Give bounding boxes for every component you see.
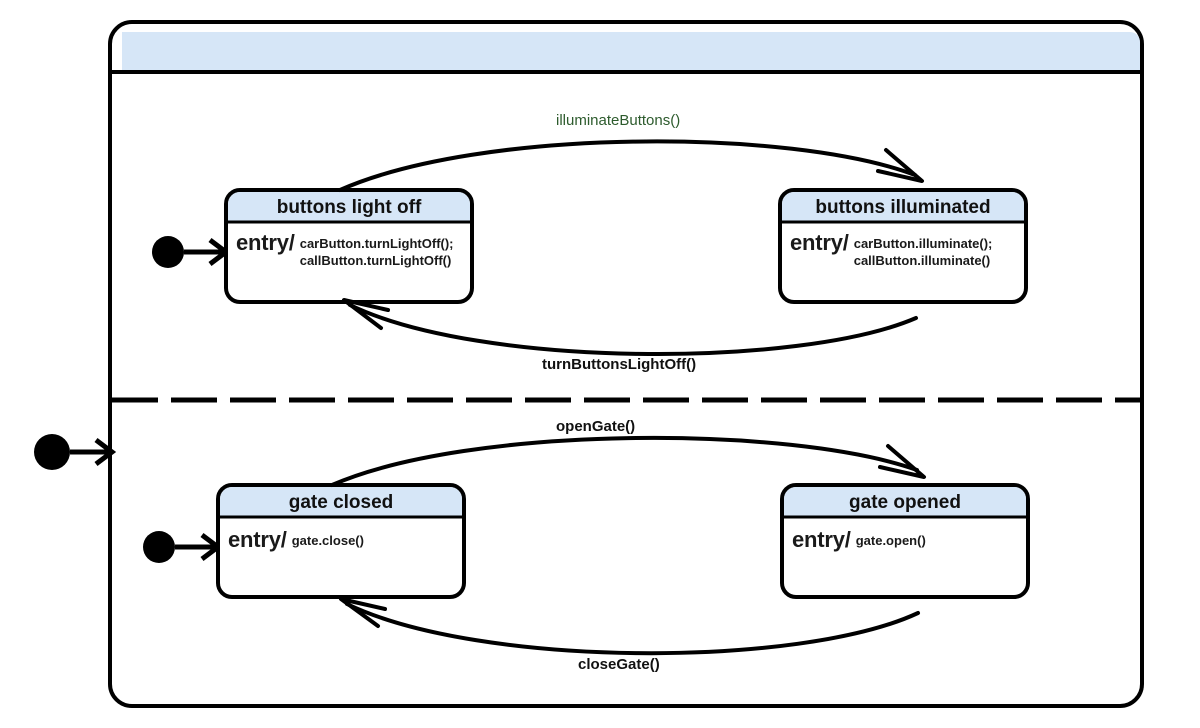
transition-illuminate-buttons-path (338, 139, 917, 192)
transition-open-gate-path (330, 435, 919, 487)
state-gate-opened-header-fill (784, 487, 1026, 517)
initial-gate[interactable] (143, 531, 223, 563)
transition-turn-buttons-light-off[interactable] (342, 298, 918, 357)
state-buttons-illuminated-header-fill (782, 192, 1024, 222)
transition-illuminate-buttons-arrowhead (876, 148, 924, 183)
transition-turn-buttons-light-off-path (348, 303, 918, 357)
initial-outer-circle (34, 434, 70, 470)
transition-turn-buttons-light-off-arrowhead (342, 298, 390, 330)
initial-gate-circle (143, 531, 175, 563)
state-buttons-light-off-header-fill (228, 192, 470, 222)
transition-close-gate[interactable] (339, 597, 920, 656)
state-gate-opened[interactable] (780, 483, 1030, 599)
composite-state[interactable] (108, 20, 1144, 708)
composite-state-header-fill (122, 32, 1140, 72)
transition-open-gate[interactable] (330, 435, 926, 487)
state-gate-closed[interactable] (216, 483, 466, 599)
transition-open-gate-arrowhead (878, 444, 926, 479)
initial-buttons[interactable] (152, 236, 231, 268)
state-buttons-illuminated[interactable] (778, 188, 1028, 304)
composite-state-border (108, 20, 1144, 708)
initial-outer-arrowhead (94, 438, 117, 466)
initial-outer[interactable] (34, 434, 117, 470)
state-buttons-light-off[interactable] (224, 188, 474, 304)
initial-buttons-circle (152, 236, 184, 268)
transition-illuminate-buttons[interactable] (338, 139, 924, 192)
state-gate-closed-header-fill (220, 487, 462, 517)
transition-close-gate-path (345, 602, 920, 656)
transition-close-gate-arrowhead (339, 597, 387, 628)
